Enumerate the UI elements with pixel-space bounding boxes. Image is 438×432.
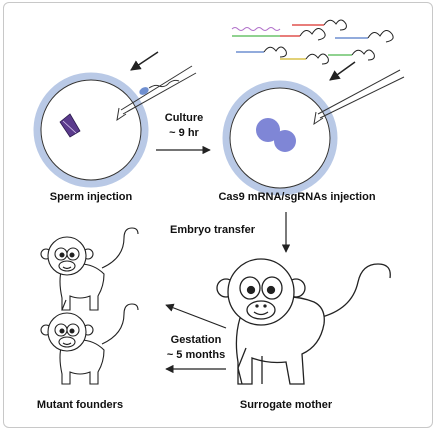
label-mutant-founders: Mutant founders	[36, 399, 124, 411]
oocyte-left	[33, 72, 149, 188]
label-cas9-injection: Cas9 mRNA/sgRNAs injection	[218, 191, 376, 203]
micropipette-right-icon	[313, 61, 405, 126]
mutant-monkey-top-icon	[40, 227, 139, 311]
label-culture-duration: ~ 9 hr	[169, 127, 199, 139]
label-culture: Culture	[164, 112, 204, 124]
zygote-right	[222, 80, 338, 196]
label-sperm-injection: Sperm injection	[49, 191, 133, 203]
surrogate-monkey-icon	[216, 258, 391, 385]
label-embryo-transfer: Embryo transfer	[170, 224, 255, 236]
pronucleus-left	[256, 118, 280, 142]
label-surrogate-mother: Surrogate mother	[239, 399, 333, 411]
label-gestation: Gestation	[170, 334, 222, 346]
rna-molecules	[231, 19, 394, 65]
sperm-head-icon	[59, 113, 81, 138]
micropipette-left-icon	[116, 51, 197, 122]
mutant-monkey-bottom-icon	[40, 303, 139, 385]
label-gestation-duration: ~ 5 months	[166, 349, 226, 361]
pronucleus-right	[274, 130, 296, 152]
gestation-arrow-upper	[165, 303, 227, 329]
